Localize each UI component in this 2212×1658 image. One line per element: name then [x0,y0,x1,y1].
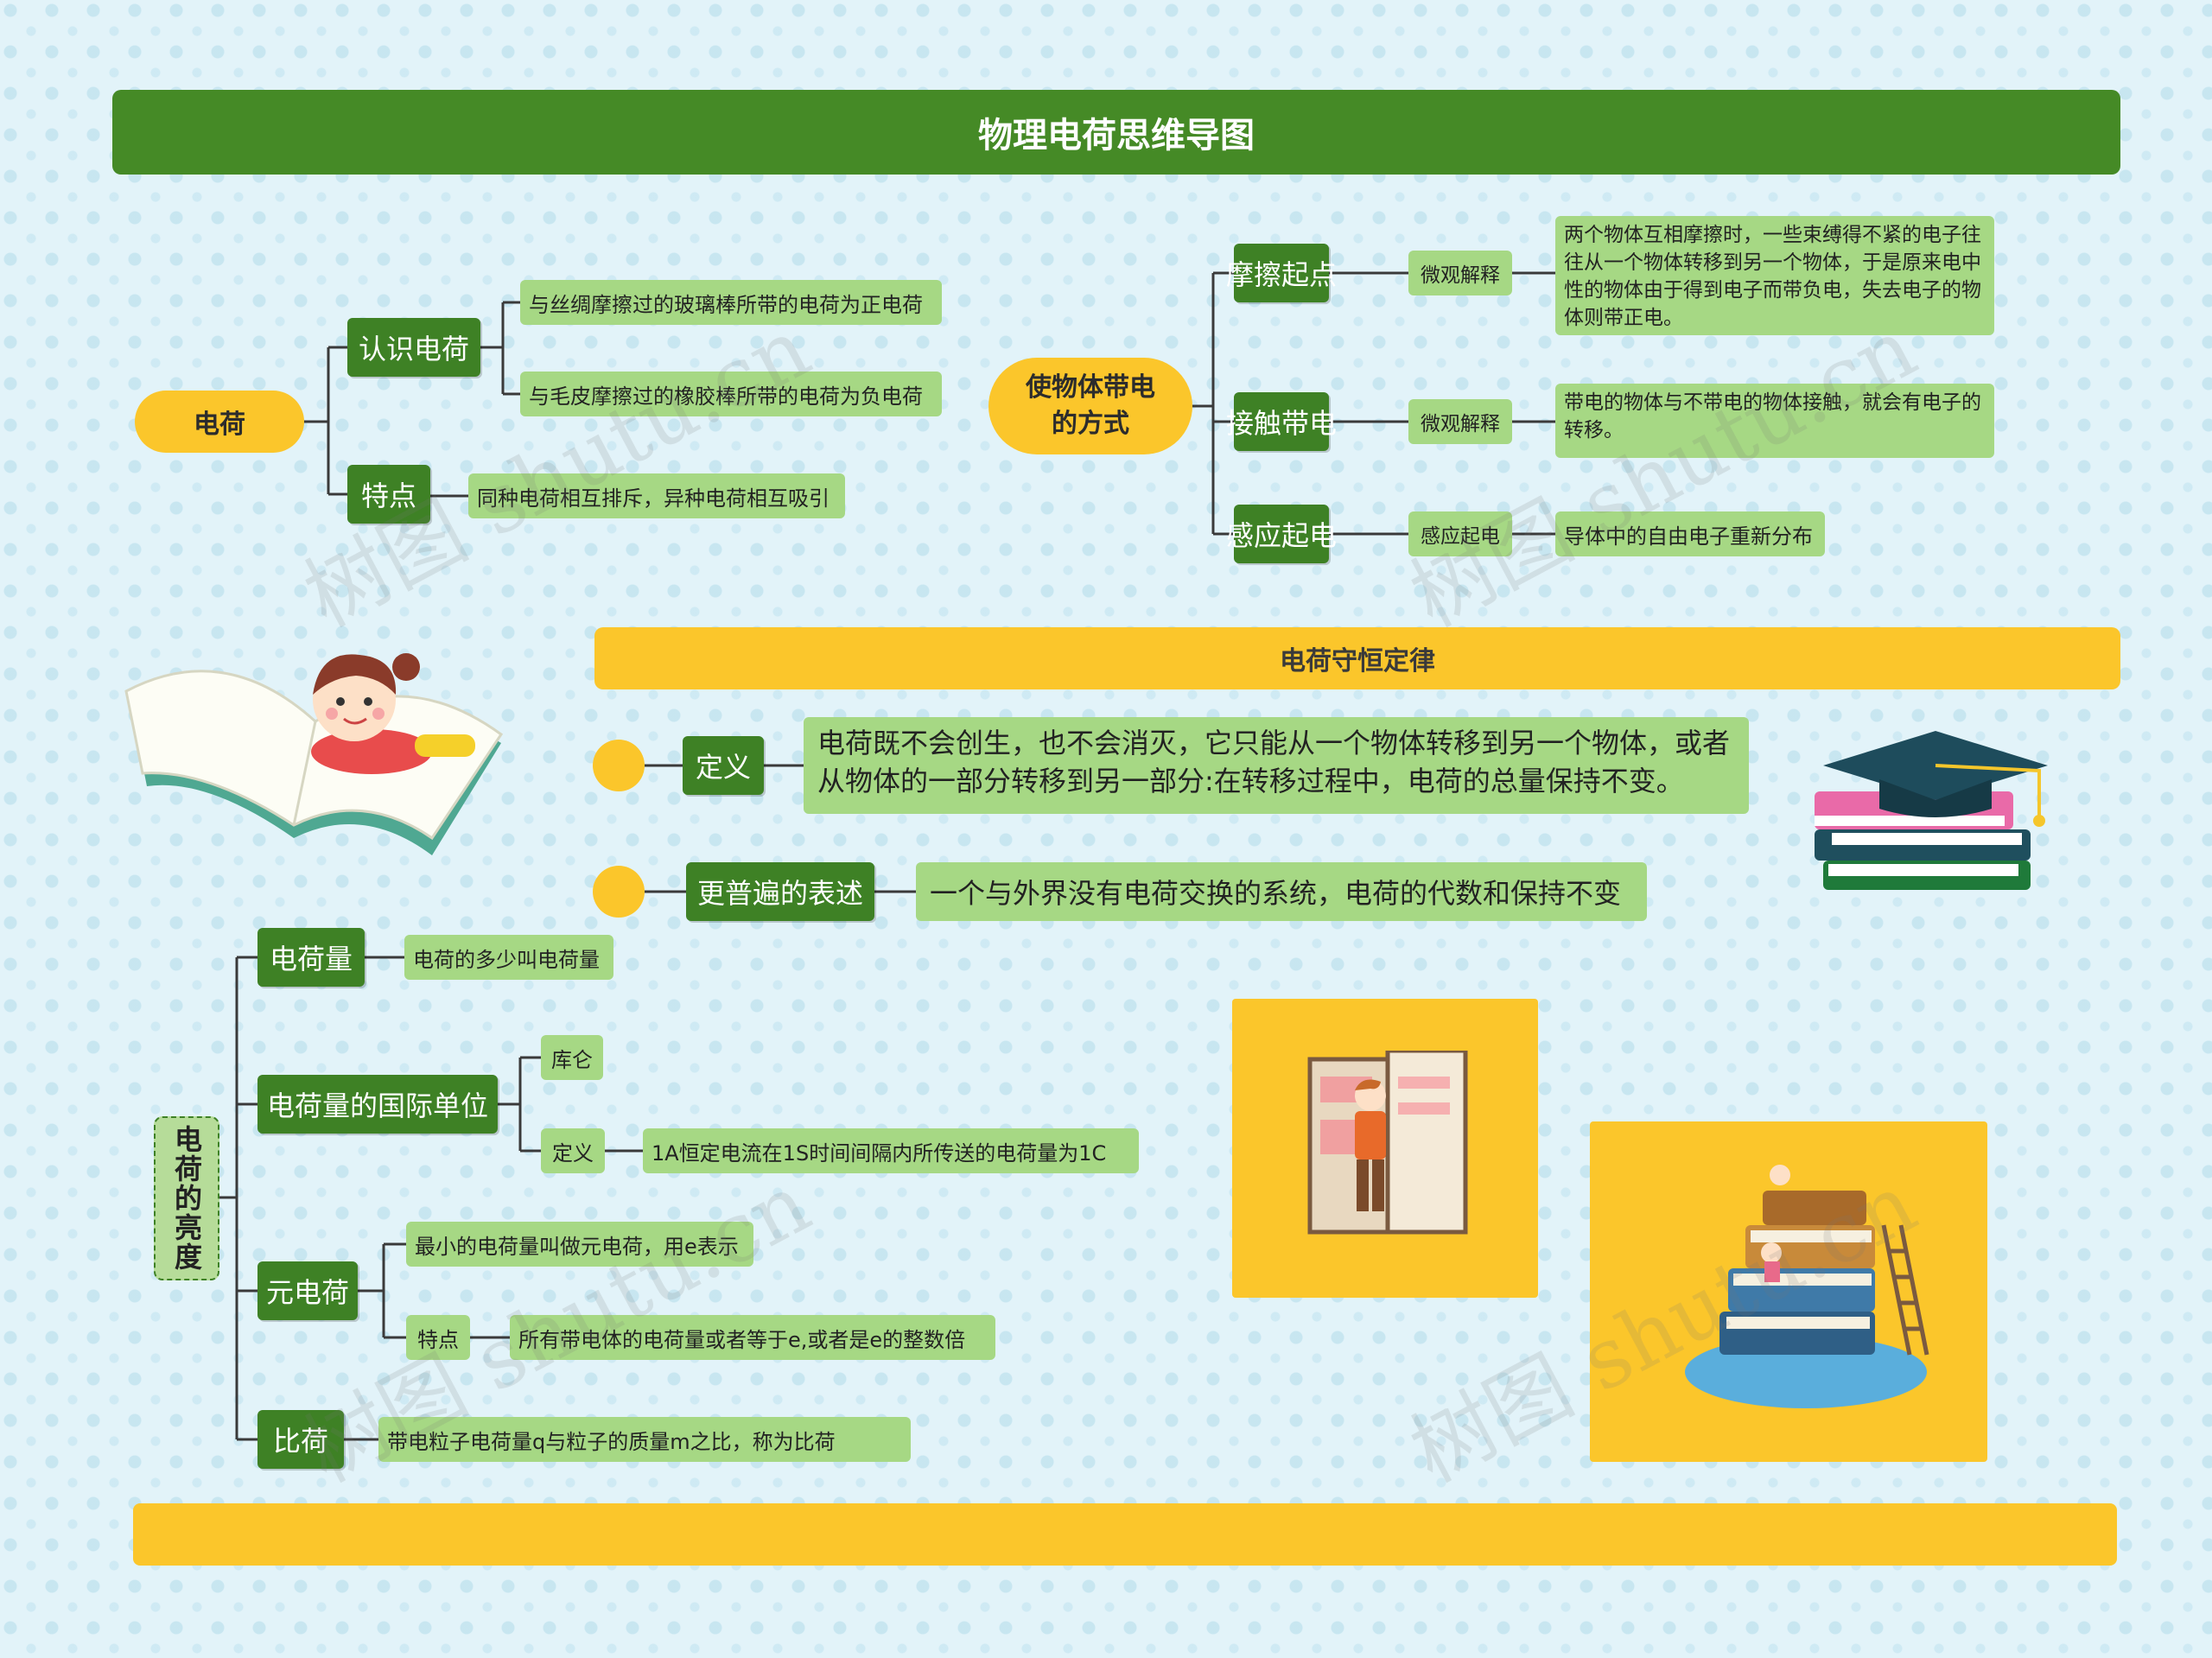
node-induction: 感应起电 [1226,505,1337,563]
node-recognize-charge: 认识电荷 [347,318,480,377]
node-si-unit: 电荷量的国际单位 [257,1075,498,1134]
node-elementary-charge: 元电荷 [257,1261,358,1320]
conservation-title: 电荷守恒定律 [1280,646,1435,677]
leaf-definition-text: 电荷既不会创生，也不会消灭，它只能从一个物体转移到另一个物体，或者从物体的一部分… [804,717,1749,814]
node-charge-feature: 特点 [347,465,430,524]
books-island-panel [1590,1121,1987,1462]
leaf-elementary-feature: 所有带电体的电荷量或者等于e,或者是e的整数倍 [510,1315,995,1360]
conservation-banner: 电荷守恒定律 [594,627,2120,689]
leaf-general-text: 一个与外界没有电荷交换的系统，电荷的代数和保持不变 [916,862,1647,921]
leaf-contact-micro: 微观解释 [1408,399,1512,444]
bullet-dot-general [593,866,645,918]
node-elementary-feature: 特点 [406,1315,470,1360]
node-quantity-root: 电荷的亮度 [154,1116,219,1280]
node-contact: 接触带电 [1226,392,1337,451]
node-general-statement: 更普遍的表述 [686,862,874,921]
leaf-coulomb: 库仑 [541,1035,603,1080]
leaf-unit-definition: 1A恒定电流在1S时间间隔内所传送的电荷量为1C [643,1128,1139,1173]
node-specific-charge: 比荷 [257,1410,344,1469]
node-charge-root: 电荷 [135,391,304,453]
leaf-friction-micro: 微观解释 [1408,251,1512,295]
leaf-positive-charge: 与丝绸摩擦过的玻璃棒所带的电荷为正电荷 [520,280,942,325]
leaf-contact-text: 带电的物体与不带电的物体接触，就会有电子的转移。 [1555,384,1994,458]
bottom-banner [133,1503,2117,1566]
node-charging-methods-root: 使物体带电的方式 [988,358,1192,454]
leaf-elementary-charge: 最小的电荷量叫做元电荷，用e表示 [406,1222,753,1267]
node-definition: 定义 [683,736,764,795]
node-unit-definition: 定义 [541,1128,605,1173]
leaf-induction-text: 导体中的自由电子重新分布 [1555,511,1825,556]
leaf-induction-sub: 感应起电 [1408,511,1512,556]
leaf-friction-text: 两个物体互相摩擦时，一些束缚得不紧的电子往往从一个物体转移到另一个物体，于是原来… [1555,216,1994,335]
reading-boy-panel [1232,999,1538,1298]
node-friction: 摩擦起点 [1226,244,1337,302]
graduation-cap-books-illustration [1815,731,2048,890]
leaf-specific-charge: 带电粒子电荷量q与粒子的质量m之比，称为比荷 [378,1417,911,1462]
node-charge-amount: 电荷量 [257,928,365,987]
page-title: 物理电荷思维导图 [978,116,1255,156]
books-island-illustration [1685,1165,1929,1408]
bullet-dot-definition [593,740,645,791]
leaf-negative-charge: 与毛皮摩擦过的橡胶棒所带的电荷为负电荷 [520,372,942,416]
title-banner: 物理电荷思维导图 [112,90,2120,175]
leaf-charge-amount: 电荷的多少叫电荷量 [404,935,613,980]
girl-reading-book-illustration [124,653,504,855]
leaf-charge-feature: 同种电荷相互排斥，异种电荷相互吸引 [468,473,845,518]
boy-with-big-book-illustration [1307,1051,1468,1235]
